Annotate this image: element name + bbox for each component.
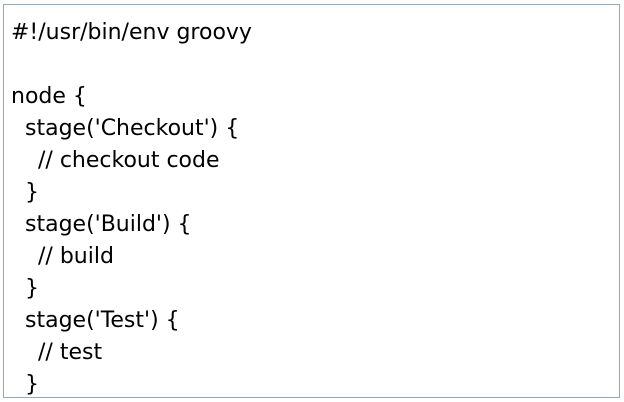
- code-line: // build: [38, 244, 114, 269]
- code-line: stage('Test') {: [25, 308, 180, 333]
- code-line: stage('Build') {: [25, 212, 192, 237]
- code-line: }: [25, 372, 39, 397]
- code-line-blank: [11, 49, 619, 81]
- code-line: }: [25, 276, 39, 301]
- code-line: node {: [11, 84, 87, 109]
- code-line: // checkout code: [38, 148, 220, 173]
- code-panel: #!/usr/bin/env groovy node { stage('Checko…: [3, 4, 620, 398]
- code-line: }: [25, 180, 39, 205]
- code-line: // test: [38, 340, 103, 365]
- code-line: #!/usr/bin/env groovy: [11, 20, 252, 45]
- code-line: stage('Checkout') {: [25, 116, 240, 141]
- code-block[interactable]: #!/usr/bin/env groovy node { stage('Checko…: [4, 5, 619, 397]
